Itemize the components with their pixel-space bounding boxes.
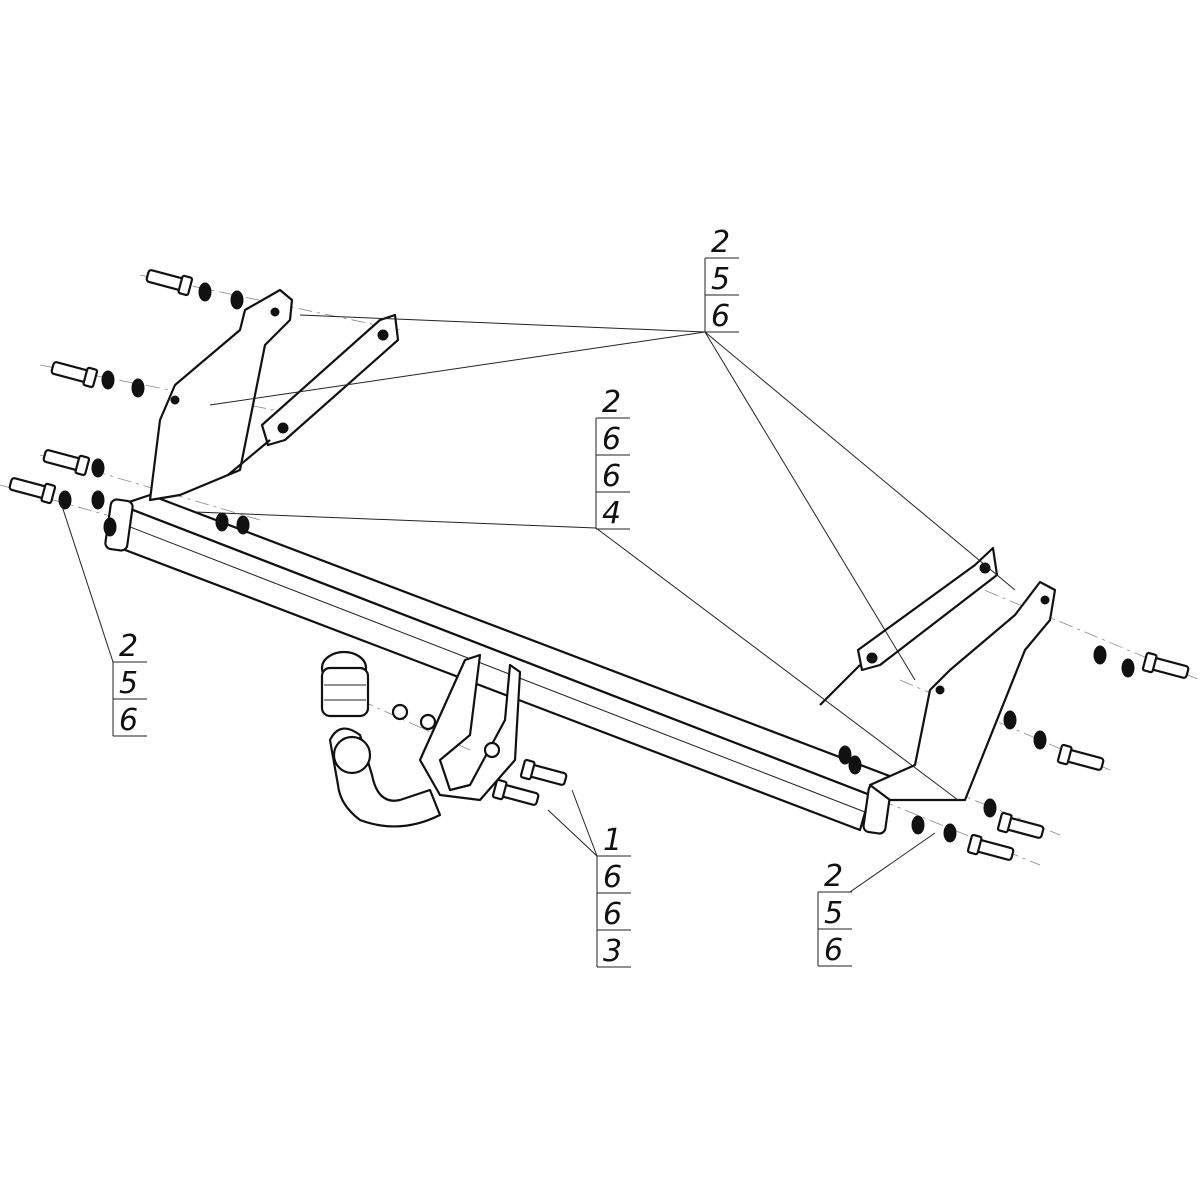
washer-icon (103, 517, 117, 537)
nut-icon (419, 713, 437, 731)
callout-number: 1 (603, 823, 622, 858)
callout-number: 5 (119, 666, 138, 701)
washer-icon (943, 823, 957, 843)
callout-number: 6 (603, 897, 622, 932)
washer-icon (131, 378, 145, 398)
callout-number: 4 (602, 496, 621, 531)
fasteners (8, 269, 1190, 861)
washer-icon (101, 370, 115, 390)
callout-number: 6 (602, 459, 621, 494)
left-bracket (148, 288, 400, 502)
callout-number: 3 (603, 934, 622, 969)
nut-icon (391, 703, 409, 721)
washer-icon (838, 745, 852, 765)
washer-icon (91, 458, 105, 478)
bolt-icon (42, 449, 91, 477)
washer-icon (1093, 645, 1107, 665)
callout-number: 2 (711, 225, 730, 260)
bolt-icon (1141, 651, 1190, 679)
callout-right-washer: 256 (817, 859, 852, 968)
bolt-icon (996, 811, 1045, 839)
bolt-icon (50, 361, 99, 389)
bolt-icon (145, 269, 194, 297)
callout-number: 5 (824, 896, 843, 931)
callout-number: 6 (119, 703, 138, 738)
callout-number: 6 (603, 860, 622, 895)
callout-number: 2 (824, 859, 843, 894)
leader-lines (59, 314, 1016, 893)
bolt-icon (491, 778, 540, 806)
bolt-icon (966, 833, 1015, 861)
nut-icon (483, 741, 501, 759)
bolt-icon (519, 758, 568, 786)
callout-number: 2 (602, 385, 621, 420)
washer-icon (91, 490, 105, 510)
washer-icon (215, 512, 229, 532)
washer-icon (983, 798, 997, 818)
washer-icon (58, 490, 72, 510)
callout-number: 6 (711, 299, 730, 334)
callout-number: 5 (711, 262, 730, 297)
washer-icon (848, 755, 862, 775)
callout-number: 2 (119, 629, 138, 664)
callout-top-right-brackets: 256 (704, 225, 739, 334)
washer-icon (230, 290, 244, 310)
washer-icon (1033, 730, 1047, 750)
tow-ball-assembly (320, 650, 522, 828)
callout-left-washer: 256 (112, 629, 147, 738)
washer-icon (1003, 710, 1017, 730)
bolt-icon (8, 477, 57, 505)
callout-number: 6 (824, 933, 843, 968)
washer-icon (1121, 658, 1135, 678)
washer-icon (236, 515, 250, 535)
bolt-icon (1056, 743, 1105, 771)
washer-icon (198, 282, 212, 302)
callout-number: 6 (602, 422, 621, 457)
washer-icon (911, 815, 925, 835)
